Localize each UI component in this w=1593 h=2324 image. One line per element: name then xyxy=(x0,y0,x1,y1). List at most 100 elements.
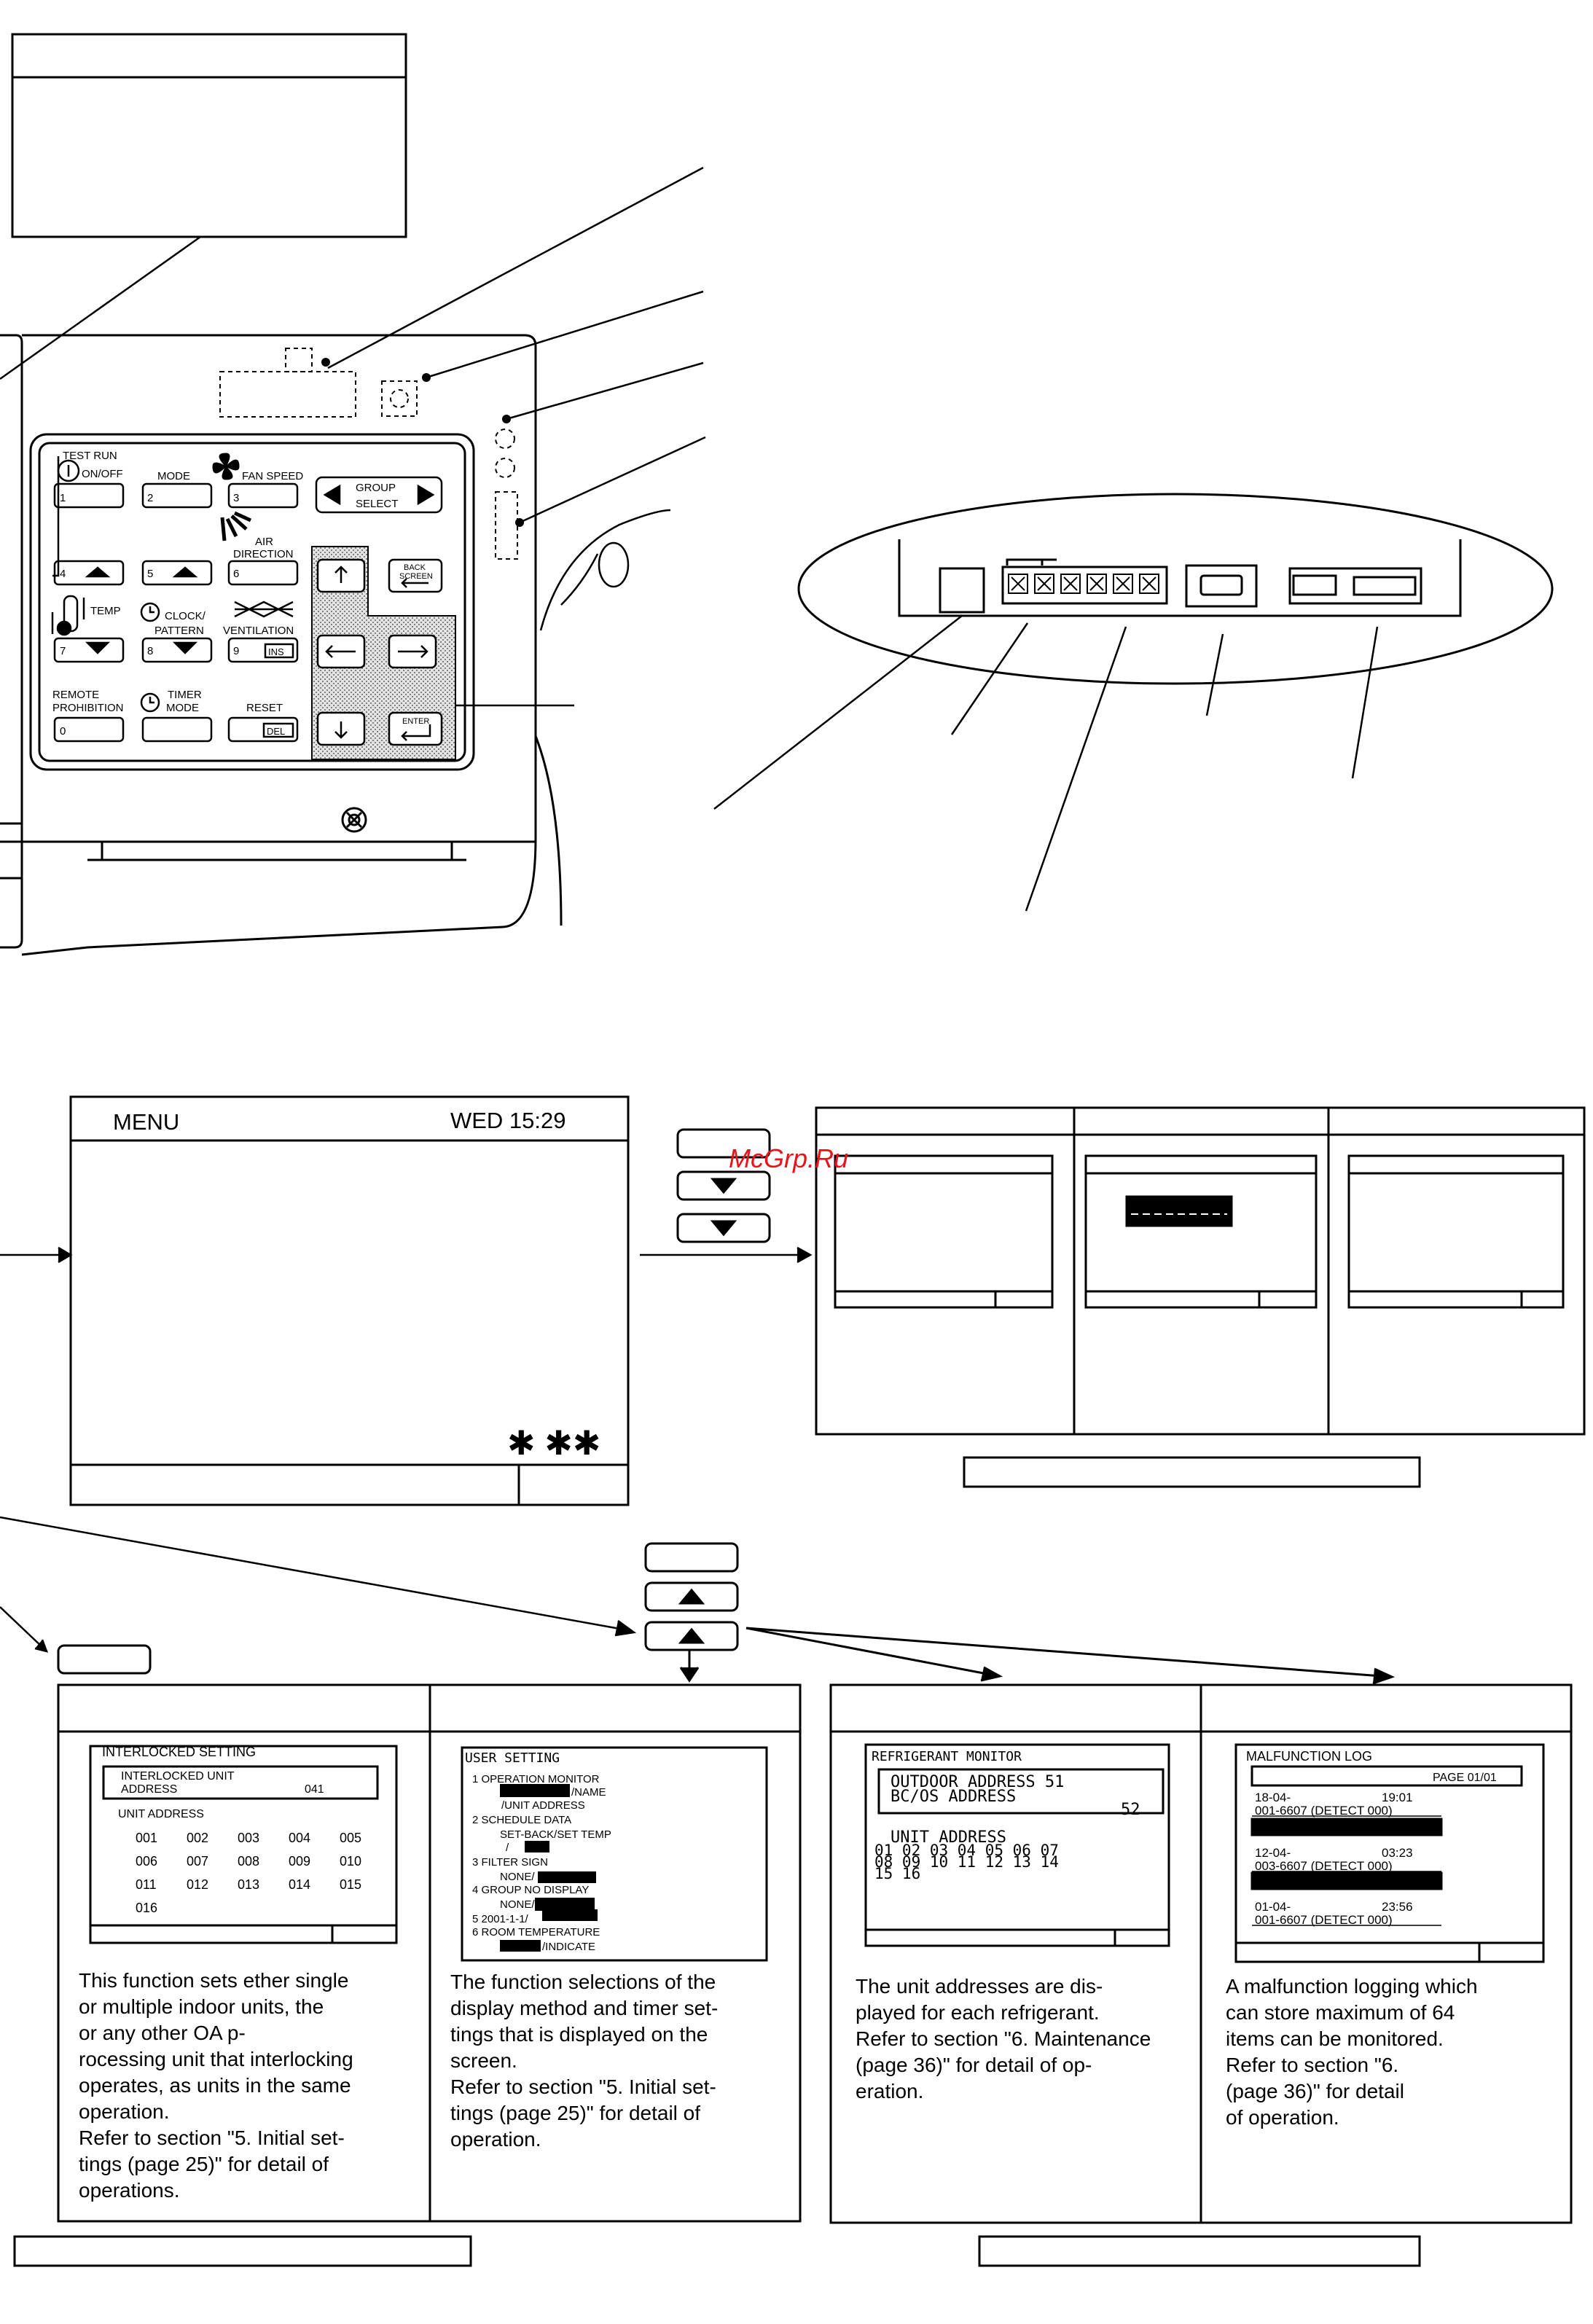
user-setting-line: 6 ROOM TEMPERATURE xyxy=(472,1926,600,1938)
label-mode: MODE xyxy=(157,470,190,482)
interlocked-field-2: ADDRESS xyxy=(121,1783,177,1796)
malfunction-time: 23:56 xyxy=(1382,1900,1413,1914)
interlocked-cell: 012 xyxy=(187,1877,208,1892)
remote-keypad-panel xyxy=(29,433,475,771)
menu-datetime: WED 15:29 xyxy=(450,1108,566,1133)
key-5: 5 xyxy=(147,568,153,580)
user-setting-line: 3 FILTER SIGN xyxy=(472,1856,548,1869)
interlocked-cell: 001 xyxy=(136,1831,157,1845)
interlocked-unit-label: UNIT ADDRESS xyxy=(118,1808,204,1820)
key-7: 7 xyxy=(60,645,66,657)
interlocked-cell: 010 xyxy=(340,1854,361,1869)
refrigerant-outdoor: OUTDOOR ADDRESS 51 xyxy=(891,1773,1064,1791)
terminal-screws xyxy=(1008,574,1159,594)
menu-arrows xyxy=(0,1246,813,1653)
refrigerant-unit-label: UNIT ADDRESS xyxy=(891,1828,1006,1847)
malfunction-code: 001-6607 (DETECT 000) xyxy=(1255,1913,1393,1927)
interlocked-cell: 002 xyxy=(187,1831,208,1845)
label-ins: INS xyxy=(268,646,284,657)
key-3: 3 xyxy=(233,492,239,504)
terminal-leaders xyxy=(713,615,1379,912)
interlocked-field-1: INTERLOCKED UNIT xyxy=(121,1770,235,1783)
label-select: SELECT xyxy=(356,498,398,510)
key-1: 1 xyxy=(60,492,66,504)
interlocked-cell: 014 xyxy=(289,1877,310,1892)
refrigerant-row: 15 16 xyxy=(874,1865,920,1882)
label-timer-mode: MODE xyxy=(166,702,199,714)
label-pattern: PATTERN xyxy=(154,625,204,637)
refrigerant-bc-value: 52 xyxy=(1121,1801,1140,1819)
label-enter: ENTER xyxy=(402,717,429,726)
remote-controller-housing xyxy=(0,334,563,956)
interlocked-cell: 006 xyxy=(136,1854,157,1869)
refrigerant-title: REFRIGERANT MONITOR xyxy=(872,1749,1022,1764)
remote-display-area xyxy=(219,348,518,560)
user-setting-title: USER SETTING xyxy=(465,1750,560,1766)
malfunction-code: 003-6607 (DETECT 000) xyxy=(1255,1859,1393,1873)
screen-table-bottom-left xyxy=(13,1683,802,2267)
label-remote: REMOTE xyxy=(52,689,99,701)
user-setting-line: /NAME xyxy=(571,1786,606,1799)
label-group: GROUP xyxy=(356,482,396,494)
key-4: 4 xyxy=(60,568,66,580)
malfunction-time: 03:23 xyxy=(1382,1846,1413,1860)
malfunction-description: A malfunction logging which can store ma… xyxy=(1226,1975,1478,2129)
label-temp: TEMP xyxy=(90,605,121,617)
user-setting-line: SET-BACK/SET TEMP xyxy=(500,1828,611,1841)
refrigerant-bc: BC/OS ADDRESS xyxy=(891,1788,1016,1806)
malfunction-time: 19:01 xyxy=(1382,1791,1413,1804)
label-prohibition: PROHIBITION xyxy=(52,702,124,714)
label-del: DEL xyxy=(267,726,285,737)
user-setting-line: NONE/ xyxy=(500,1898,535,1911)
interlocked-description: This function sets ether single or multi… xyxy=(79,1969,353,2202)
key-0: 0 xyxy=(60,725,66,738)
label-back: BACK xyxy=(404,563,426,572)
menu-screen xyxy=(69,1095,630,1506)
key-8: 8 xyxy=(147,645,153,657)
interlocked-field-value: 041 xyxy=(305,1783,324,1796)
interlocked-cell: 015 xyxy=(340,1877,361,1892)
nav-key-stack-top xyxy=(676,1128,771,1243)
screen-table-top xyxy=(815,1106,1586,1488)
malfunction-date: 18-04- xyxy=(1255,1791,1291,1804)
label-reset: RESET xyxy=(246,702,283,714)
label-fan-speed: FAN SPEED xyxy=(242,470,303,482)
nav-key-stack-bottom xyxy=(644,1542,1396,1685)
user-setting-description: The function selections of the display m… xyxy=(450,1971,719,2151)
user-setting-line: 1 OPERATION MONITOR xyxy=(472,1773,600,1785)
interlocked-cell: 013 xyxy=(238,1877,259,1892)
malfunction-code: 001-6607 (DETECT 000) xyxy=(1255,1804,1393,1818)
cable-loop xyxy=(539,509,671,631)
user-setting-line: NONE/ xyxy=(500,1871,535,1883)
user-setting-line: /INDICATE xyxy=(542,1941,595,1953)
redactions xyxy=(500,1784,598,1952)
menu-stars: ✱ ✱✱ xyxy=(507,1424,600,1462)
malfunction-date: 12-04- xyxy=(1255,1846,1291,1860)
label-test-run: TEST RUN xyxy=(63,450,117,462)
user-setting-line: 2 SCHEDULE DATA xyxy=(472,1814,571,1826)
screen-table-bottom-right xyxy=(829,1683,1573,2267)
terminal-detail xyxy=(797,493,1554,685)
user-setting-line: / xyxy=(506,1842,509,1854)
interlocked-cell: 009 xyxy=(289,1854,310,1869)
label-direction: DIRECTION xyxy=(233,548,294,560)
malfunction-date: 01-04- xyxy=(1255,1900,1291,1914)
interlocked-cell: 004 xyxy=(289,1831,310,1845)
caption-box-top xyxy=(11,33,407,238)
interlocked-title: INTERLOCKED SETTING xyxy=(102,1745,256,1759)
label-ventilation: VENTILATION xyxy=(223,625,294,637)
refrigerant-row: 01 02 03 04 05 06 07 xyxy=(874,1842,1059,1859)
interlocked-cell: 008 xyxy=(238,1854,259,1869)
interlocked-cell: 005 xyxy=(340,1831,361,1845)
label-screen: SCREEN xyxy=(399,572,433,581)
label-air: AIR xyxy=(255,536,273,548)
user-setting-line: /UNIT ADDRESS xyxy=(501,1799,585,1812)
interlocked-cell: 003 xyxy=(238,1831,259,1845)
refrigerant-description: The unit addresses are dis- played for e… xyxy=(856,1975,1151,2102)
key-9: 9 xyxy=(233,645,239,657)
watermark: McGrp.Ru xyxy=(729,1143,848,1173)
label-clock: CLOCK/ xyxy=(165,610,206,622)
small-key-left xyxy=(57,1644,152,1675)
